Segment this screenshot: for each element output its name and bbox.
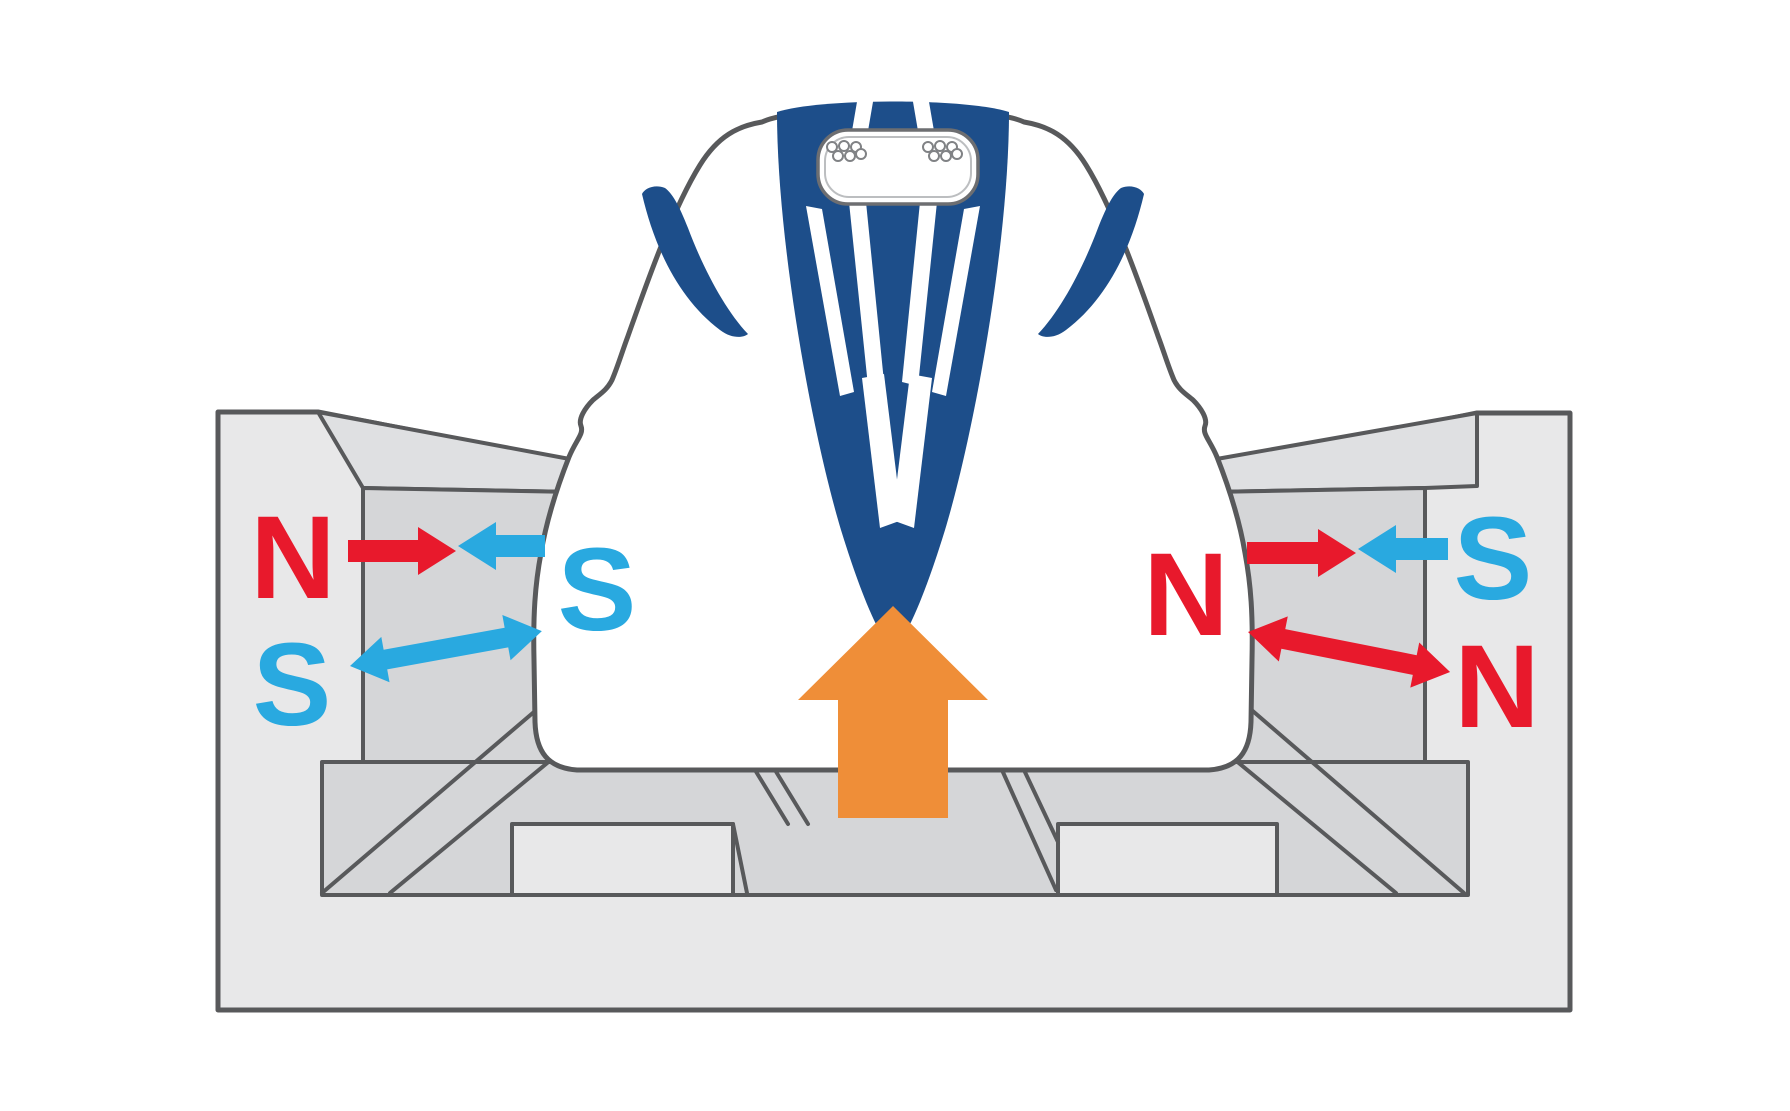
attraction-arrow-blue-right — [1358, 525, 1448, 573]
train-right-swoosh — [1038, 186, 1144, 337]
train — [531, 96, 1255, 773]
guideway-right-wall-bevel — [1209, 411, 1479, 494]
guideway-floor-notch-left — [510, 822, 735, 897]
magnet-arrows — [348, 522, 1451, 688]
attraction-arrow-red-left — [348, 527, 456, 575]
train-left-swoosh — [642, 186, 748, 337]
train-livery-gaps — [806, 96, 980, 528]
pole-label-train-left: S — [558, 524, 637, 656]
train-nose-stripe — [777, 101, 1009, 652]
pole-label-train-right: N — [1143, 529, 1228, 661]
pole-label-right-wall-bottom: N — [1454, 621, 1539, 753]
guideway-perspective-lines — [320, 698, 1466, 895]
pole-label-right-wall-top: S — [1454, 493, 1533, 625]
repulsion-arrow-blue-left — [350, 614, 542, 683]
attraction-arrow-blue-left — [458, 522, 545, 570]
attraction-arrow-red-right — [1247, 529, 1356, 577]
windshield-wiper-dots-right — [922, 140, 963, 162]
pole-label-left-wall-bottom: S — [253, 619, 332, 751]
levitation-force-arrow — [798, 606, 988, 818]
repulsion-arrow-red-right — [1248, 616, 1451, 688]
guideway-floor-notch-right — [1056, 822, 1279, 897]
guideway-left-wall-bevel — [316, 410, 577, 494]
pole-labels: N S S N S N — [250, 492, 1539, 753]
pole-label-left-wall-top: N — [250, 492, 335, 624]
train-windshield — [816, 128, 980, 206]
windshield-wiper-dots-left — [826, 140, 867, 162]
